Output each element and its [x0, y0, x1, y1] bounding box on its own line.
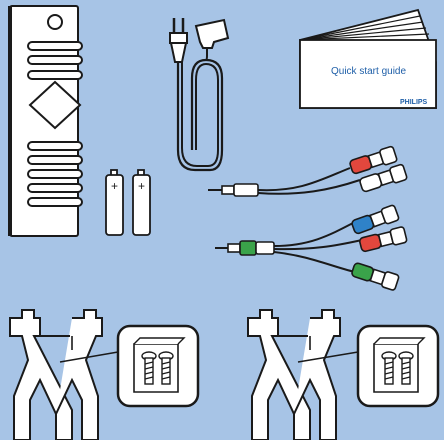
screw-icon	[158, 351, 174, 385]
brand-logo: PHILIPS	[400, 99, 428, 106]
navigation-pad-icon	[28, 80, 82, 130]
battery-icon	[132, 169, 151, 236]
tv-stand-base	[247, 309, 359, 440]
batteries	[105, 169, 151, 236]
screw-icon	[398, 351, 414, 385]
remote-button	[27, 169, 83, 179]
screw-pack-detail	[116, 324, 200, 408]
remote-button	[27, 197, 83, 207]
remote-button	[27, 183, 83, 193]
white-plug	[359, 163, 408, 193]
red-plug	[349, 145, 398, 175]
power-cord	[169, 18, 230, 172]
battery-plus-label: +	[138, 179, 145, 193]
battery-icon	[105, 169, 124, 236]
tv-stand-base	[9, 309, 119, 440]
green-plug	[351, 262, 400, 291]
guide-title: Quick start guide	[331, 66, 406, 77]
red-plug	[359, 226, 408, 253]
remote-control	[8, 5, 83, 237]
quick-start-guide	[299, 8, 437, 109]
remote-button	[27, 55, 83, 65]
remote-button	[27, 141, 83, 151]
blue-plug	[351, 204, 400, 235]
remote-button	[27, 70, 83, 80]
av-cable	[208, 145, 408, 197]
component-video-cable	[215, 204, 408, 291]
power-button-icon	[47, 14, 63, 30]
battery-plus-label: +	[111, 179, 118, 193]
screw-pack-detail	[356, 324, 440, 408]
remote-button	[27, 41, 83, 51]
screw-icon	[141, 351, 157, 385]
screw-icon	[381, 351, 397, 385]
remote-button	[27, 155, 83, 165]
